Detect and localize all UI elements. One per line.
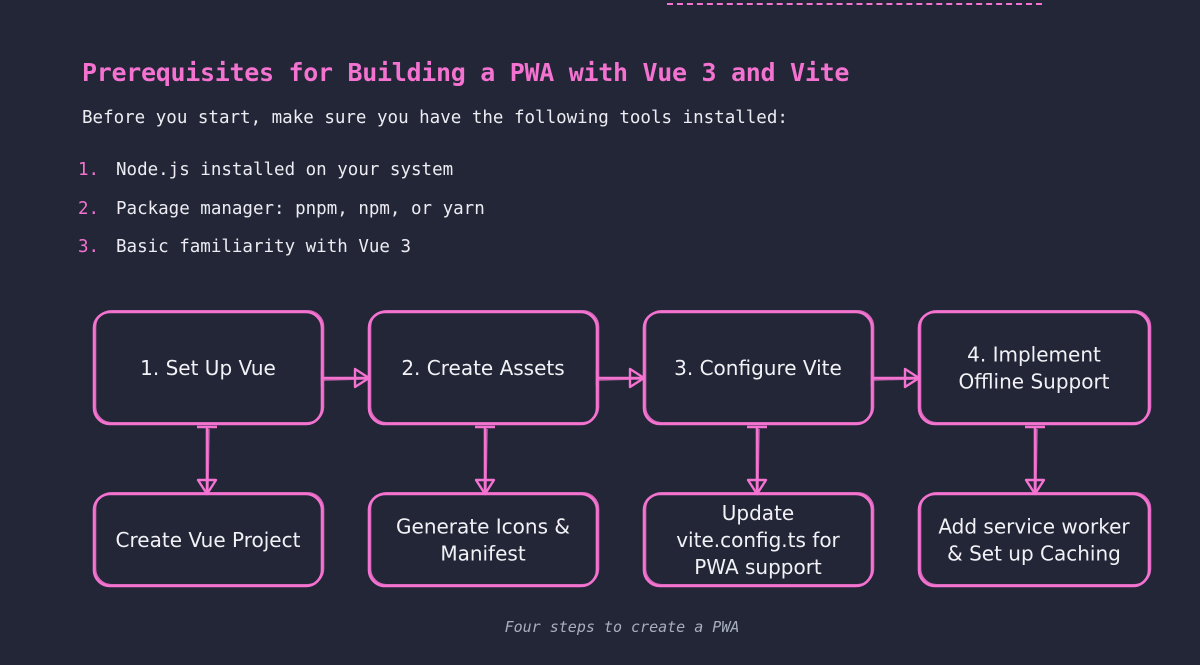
step-box-1 [92,309,325,426]
right-arrowhead [353,367,371,389]
step-box-2 [367,309,600,426]
list-text: Package manager: pnpm, npm, or yarn [116,198,485,219]
detail-label-3: Update [722,501,794,525]
diagram-caption: Four steps to create a PWA [504,618,740,636]
detail-box-4 [917,491,1152,588]
detail-label-3: PWA support [694,555,822,579]
top-divider [667,3,1042,5]
step-label-4: Offline Support [958,370,1109,394]
prerequisites-list: 1. Node.js installed on your system 2. P… [78,160,485,276]
step-label-2: 2. Create Assets [401,356,564,380]
down-arrowhead [746,478,768,496]
step-label-4: 4. Implement [967,343,1101,367]
detail-label-4: Add service worker [938,515,1130,539]
detail-label-2: Generate Icons & [396,515,570,539]
step-box-3 [642,309,875,426]
page-title: Prerequisites for Building a PWA with Vu… [82,58,850,87]
list-item: 1. Node.js installed on your system [78,160,485,199]
down-arrowhead [1024,478,1046,496]
detail-box-2 [367,491,600,588]
right-connector-sketch [873,378,916,381]
detail-label-4: & Set up Caching [947,542,1121,566]
list-text: Node.js installed on your system [116,160,454,180]
down-arrowhead [196,478,218,496]
step-box-4 [917,309,1152,426]
list-item: 3. Basic familiarity with Vue 3 [78,237,485,276]
list-number: 2. [78,198,100,219]
intro-text: Before you start, make sure you have the… [82,108,788,128]
detail-label-3: vite.config.ts for [676,528,840,552]
step-label-3: 3. Configure Vite [674,356,842,380]
right-connector-sketch [323,378,366,381]
step-label-1: 1. Set Up Vue [140,356,276,380]
list-text: Basic familiarity with Vue 3 [116,237,412,257]
list-item: 2. Package manager: pnpm, npm, or yarn [78,199,485,238]
right-arrowhead [903,367,921,389]
detail-label-1: Create Vue Project [116,528,301,552]
down-arrowhead [474,478,496,496]
right-arrowhead [628,367,646,389]
detail-label-2: Manifest [440,542,526,566]
list-number: 1. [78,160,100,180]
list-number: 3. [78,237,100,257]
right-connector-sketch [598,378,641,381]
